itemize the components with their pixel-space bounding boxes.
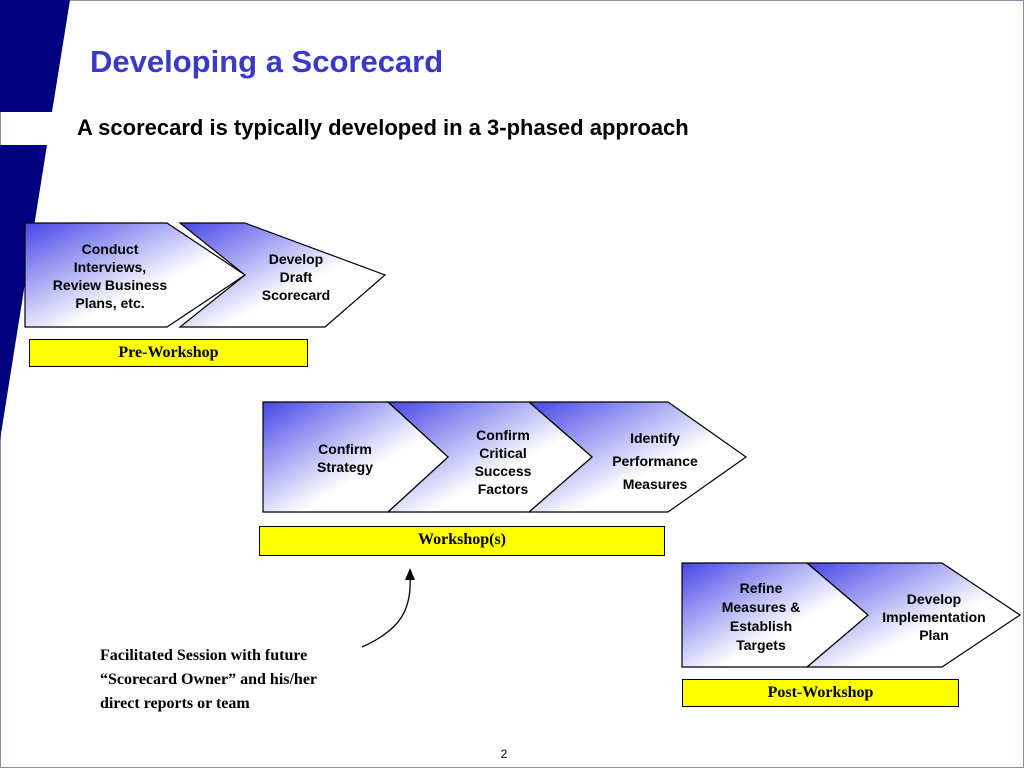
left-decoration <box>0 0 70 440</box>
slide-title: Developing a Scorecard <box>90 44 444 79</box>
callout-arrow <box>361 575 411 648</box>
chevron-refine-measures <box>681 562 869 668</box>
phase-label-post-workshop: Post-Workshop <box>682 679 959 707</box>
deco-bar-bottom <box>0 145 47 440</box>
slide-subtitle: A scorecard is typically developed in a … <box>77 115 689 140</box>
chevron-develop-draft <box>178 222 387 328</box>
step-develop-draft-scorecard: Develop Draft Scorecard <box>261 251 331 303</box>
callout-arrowhead <box>405 568 415 580</box>
step-conduct-interviews: Conduct Interviews, Review Business Plan… <box>52 241 168 311</box>
step-confirm-strategy: Confirm Strategy <box>316 441 374 475</box>
chevron-confirm-strategy <box>262 401 449 513</box>
step-confirm-critical-success-factors: Confirm Critical Success Factors <box>474 427 532 497</box>
phase-label-workshop: Workshop(s) <box>259 526 665 556</box>
page-number: 2 <box>500 747 508 761</box>
chevron-conduct-interviews <box>24 222 247 328</box>
phase-label-pre-workshop: Pre-Workshop <box>29 339 308 367</box>
step-develop-implementation-plan: Develop Implementation Plan <box>882 591 986 643</box>
facilitated-session-note: Facilitated Session with future “Scoreca… <box>100 647 318 712</box>
step-refine-measures-establish-targets: Refine Measures & Establish Targets <box>721 580 801 653</box>
step-identify-performance-measures: Identify Performance Measures <box>612 429 698 492</box>
deco-bar-top <box>0 0 70 112</box>
